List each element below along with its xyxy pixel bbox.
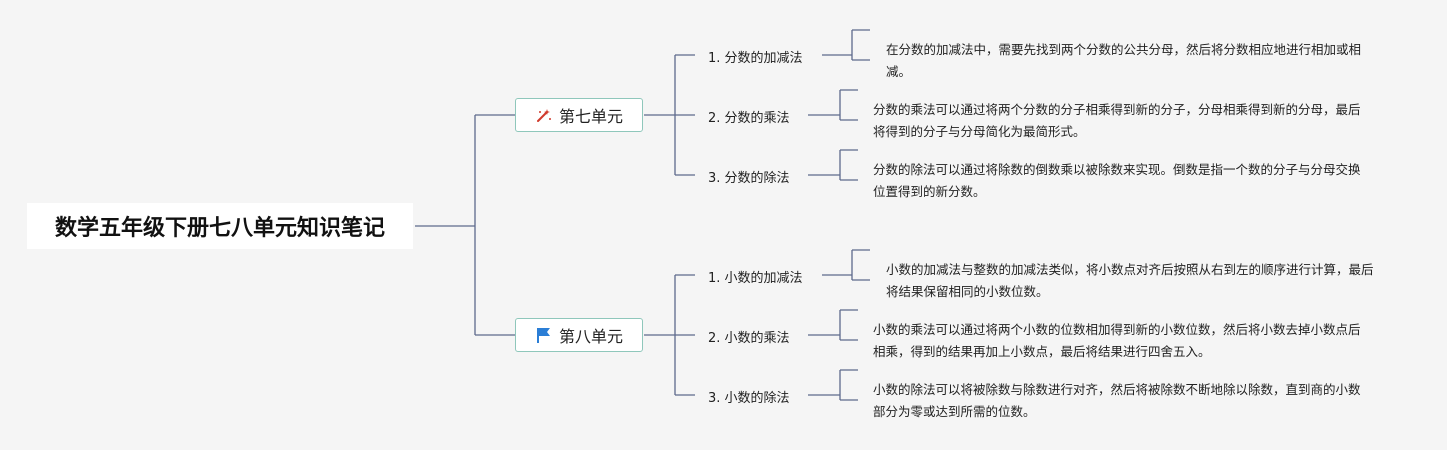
note-decimal-add-sub: 小数的加减法与整数的加减法类似，将小数点对齐后按照从右到左的顺序进行计算，最后将…: [886, 262, 1374, 299]
topic-label: 1. 分数的加减法: [708, 51, 803, 66]
topic-decimal-add-sub[interactable]: 1. 小数的加减法: [708, 267, 803, 286]
topic-fraction-add-sub[interactable]: 1. 分数的加减法: [708, 47, 803, 66]
topic-label: 3. 分数的除法: [708, 171, 790, 186]
flag-icon: [535, 326, 553, 344]
topic-decimal-divide[interactable]: 3. 小数的除法: [708, 387, 790, 406]
note-fraction-divide: 分数的除法可以通过将除数的倒数乘以被除数来实现。倒数是指一个数的分子与分母交换位…: [873, 162, 1361, 199]
note-decimal-divide: 小数的除法可以将被除数与除数进行对齐，然后将被除数不断地除以除数，直到商的小数部…: [873, 382, 1361, 419]
topic-label: 3. 小数的除法: [708, 391, 790, 406]
branch-label: 第七单元: [558, 107, 623, 126]
note-fraction-add-sub: 在分数的加减法中，需要先找到两个分数的公共分母，然后将分数相应地进行相加或相减。: [886, 42, 1362, 79]
root-topic[interactable]: 数学五年级下册七八单元知识笔记: [27, 203, 413, 249]
wand-icon: [535, 106, 553, 124]
topic-label: 1. 小数的加减法: [708, 271, 803, 286]
topic-fraction-multiply[interactable]: 2. 分数的乘法: [708, 107, 790, 126]
root-title: 数学五年级下册七八单元知识笔记: [54, 216, 385, 241]
note-fraction-multiply: 分数的乘法可以通过将两个分数的分子相乘得到新的分子，分母相乘得到新的分母，最后将…: [873, 102, 1361, 139]
topic-fraction-divide[interactable]: 3. 分数的除法: [708, 167, 790, 186]
topic-label: 2. 小数的乘法: [708, 331, 790, 346]
branch-label: 第八单元: [558, 327, 623, 346]
note-decimal-multiply: 小数的乘法可以通过将两个小数的位数相加得到新的小数位数，然后将小数去掉小数点后相…: [873, 322, 1361, 359]
topic-decimal-multiply[interactable]: 2. 小数的乘法: [708, 327, 790, 346]
branch-unit-7[interactable]: 第七单元: [515, 98, 643, 132]
topic-label: 2. 分数的乘法: [708, 111, 790, 126]
branch-unit-8[interactable]: 第八单元: [515, 318, 643, 352]
